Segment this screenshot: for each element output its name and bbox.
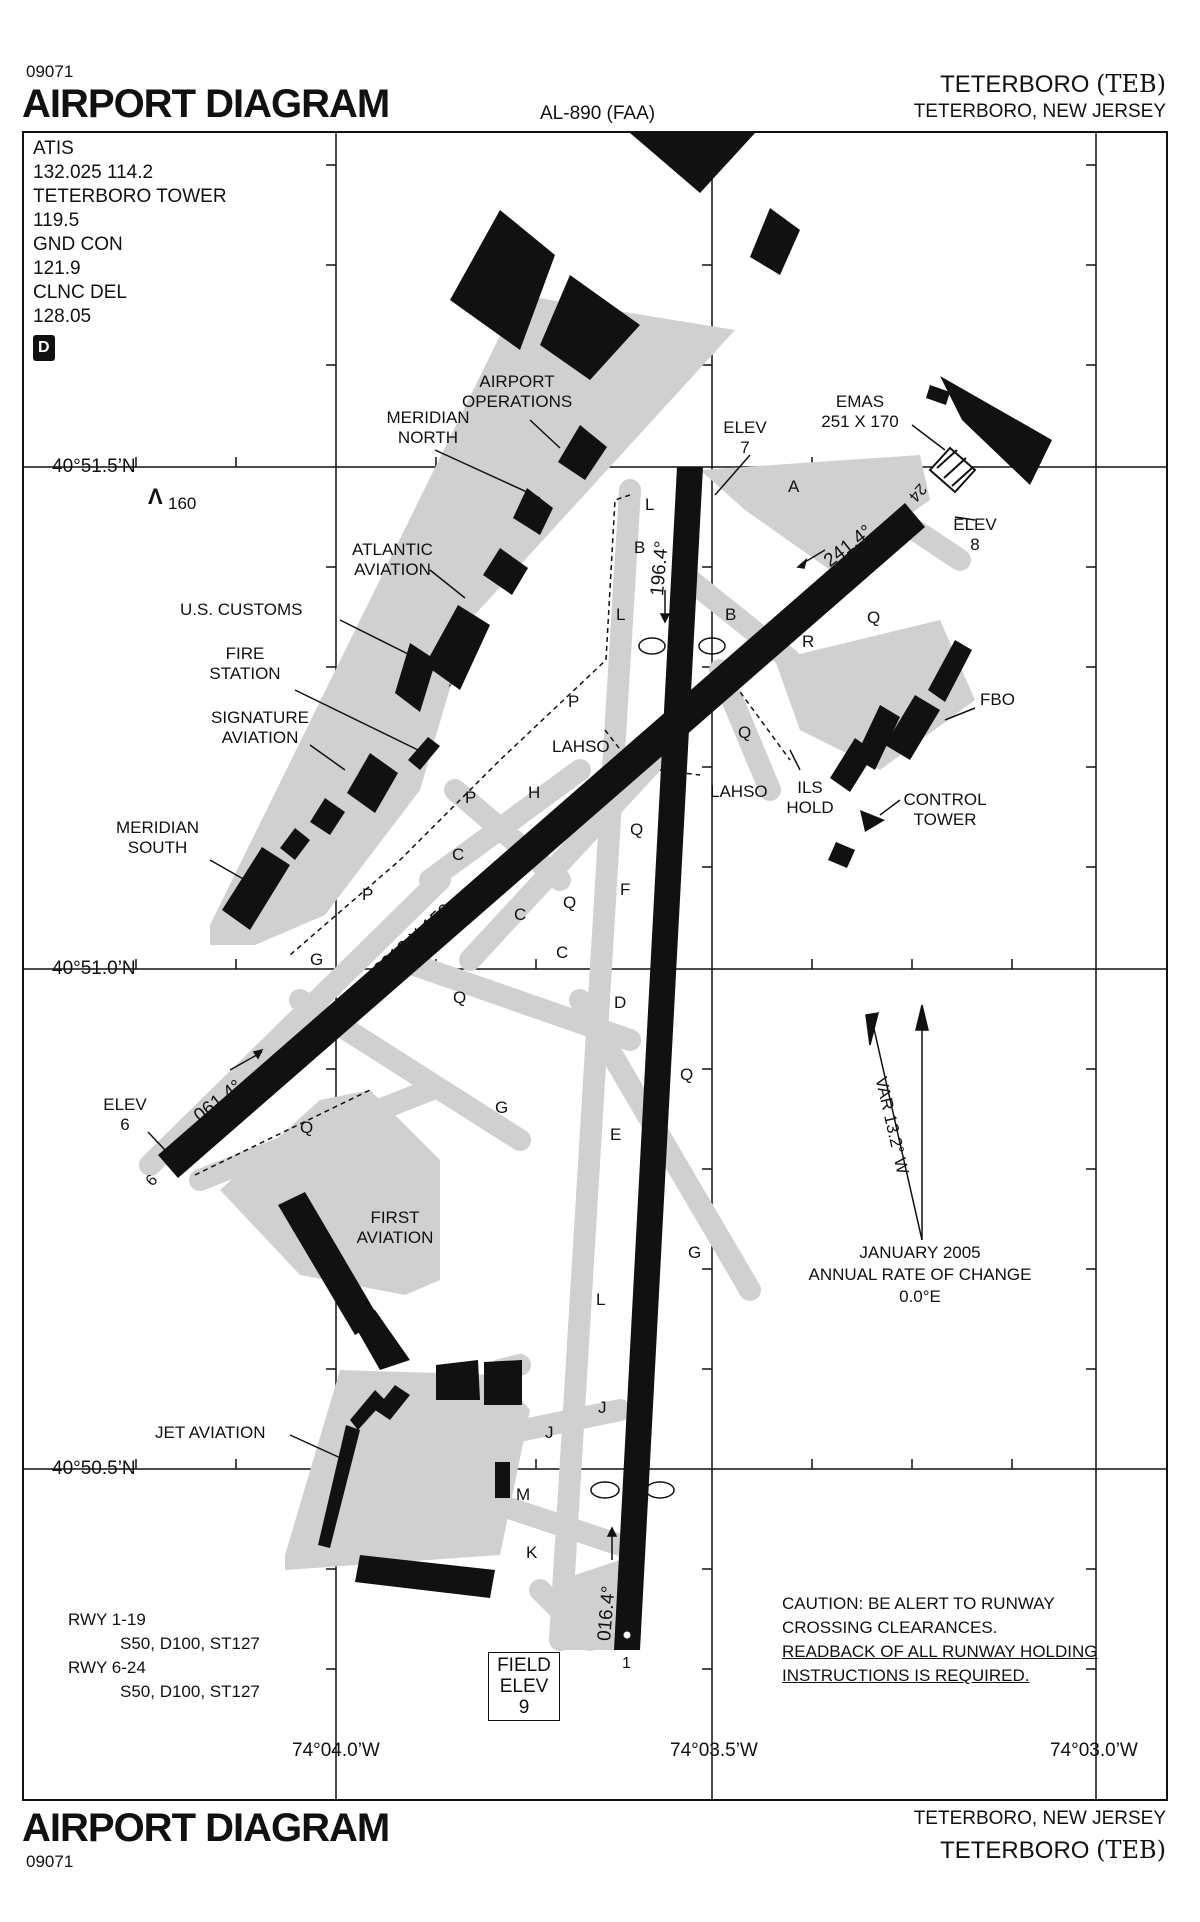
taxiway-label-q5: Q <box>453 988 467 1007</box>
taxiway-label-h: H <box>528 783 541 802</box>
freq-ground-value: 121.9 <box>33 258 81 279</box>
label-control-tower: CONTROL TOWER <box>903 790 987 829</box>
freq-ground-label: GND CON <box>33 234 123 255</box>
taxiway-label-q2: Q <box>738 723 752 742</box>
grid-ticks <box>135 164 1096 1670</box>
lat-label-3: 40°50.5’N <box>52 1458 136 1479</box>
elev-rwy24: ELEV 8 <box>953 515 997 554</box>
taxiway-label-q6: Q <box>300 1118 314 1137</box>
runways <box>158 467 925 1650</box>
obstacle-icon: Λ <box>148 484 163 509</box>
label-meridian-north: MERIDIAN NORTH <box>386 408 470 447</box>
taxiway-label-g3: G <box>688 1243 702 1262</box>
taxiway-label-q3: Q <box>630 820 644 839</box>
page-title: AIRPORT DIAGRAM <box>22 82 390 126</box>
freq-clearance-label: CLNC DEL <box>33 282 127 303</box>
freq-clearance-value: 128.05 <box>33 306 92 327</box>
taxiway-label-r: R <box>802 632 815 651</box>
taxiway-label-q4: Q <box>563 893 577 912</box>
airport-name-header: TETERBORO (TEB) <box>940 70 1166 99</box>
obstacle-height: 160 <box>168 494 197 513</box>
lon-label-2: 74°03.5’W <box>670 1740 758 1761</box>
taxiway-label-q7: Q <box>680 1065 694 1084</box>
label-airport-operations: AIRPORT OPERATIONS <box>462 372 573 411</box>
label-us-customs: U.S. CUSTOMS <box>180 600 303 619</box>
freq-atis-value: 132.025 114.2 <box>33 162 154 183</box>
elev-rwy19: ELEV 7 <box>723 418 767 457</box>
label-fbo: FBO <box>980 690 1015 709</box>
fire-station-star-icon: ☆ <box>445 671 461 691</box>
taxiway-label-f: F <box>620 880 631 899</box>
emas-area <box>928 446 977 494</box>
diagram-frame <box>22 131 1168 1801</box>
lon-label-3: 74°03.0’W <box>1050 1740 1138 1761</box>
runway-1-threshold-dot <box>623 1631 631 1639</box>
taxiway-label-c2: C <box>514 905 527 924</box>
footer-title: AIRPORT DIAGRAM <box>22 1806 390 1850</box>
taxiway-label-j1: J <box>545 1423 554 1442</box>
footer-airport-name: TETERBORO (TEB) <box>940 1836 1166 1864</box>
lahso-markers <box>590 637 726 1499</box>
heading-arrows <box>229 549 826 1560</box>
label-lahso-2: LAHSO <box>710 782 768 801</box>
taxiway-label-b1: B <box>634 538 646 557</box>
airport-location: TETERBORO, NEW JERSEY <box>913 101 1166 122</box>
runway-1-19 <box>614 467 703 1650</box>
buildings <box>222 133 1052 1598</box>
magnetic-north-arrows <box>865 1004 929 1241</box>
leader-lines <box>147 419 976 1461</box>
taxiway-label-j2: J <box>598 1398 607 1417</box>
lon-label-1: 74°04.0’W <box>292 1740 380 1761</box>
label-meridian-south: MERIDIAN SOUTH <box>115 818 200 857</box>
lat-label-2: 40°51.0’N <box>52 958 136 979</box>
runway-end-1: 1 <box>622 1655 631 1672</box>
runway-end-19: 19 <box>680 473 698 490</box>
taxiway-label-l1: L <box>645 495 655 514</box>
runway-strength: RWY 1-19 S50, D100, ST127 RWY 6-24 S50, … <box>68 1610 260 1701</box>
label-emas: EMAS 251 X 170 <box>821 392 899 431</box>
field-elevation-box: FIELD ELEV 9 <box>488 1652 560 1721</box>
taxiway-label-m: M <box>516 1485 531 1504</box>
label-atlantic-aviation: ATLANTIC AVIATION <box>352 540 433 579</box>
footer-location: TETERBORO, NEW JERSEY <box>913 1808 1166 1829</box>
taxiway-label-b2: B <box>725 605 737 624</box>
taxiway-label-c1: C <box>452 845 465 864</box>
chart-number: 09071 <box>26 62 74 81</box>
freq-tower-value: 119.5 <box>33 210 80 231</box>
caution-note: CAUTION: BE ALERT TO RUNWAY CROSSING CLE… <box>782 1594 1098 1685</box>
aprons <box>210 295 975 1650</box>
label-jet-aviation: JET AVIATION <box>155 1423 266 1442</box>
airport-name: TETERBORO <box>940 71 1090 98</box>
taxiway-label-k: K <box>526 1543 538 1562</box>
d-atis-badge: D <box>33 335 55 361</box>
label-signature-aviation: SIGNATURE AVIATION <box>211 708 309 747</box>
label-lahso-1: LAHSO <box>552 737 610 756</box>
frequency-list: ATIS 132.025 114.2 TETERBORO TOWER 119.5… <box>33 137 227 361</box>
label-first-aviation: FIRST AVIATION <box>356 1208 434 1247</box>
footer-chart-number: 09071 <box>26 1852 74 1871</box>
magnetic-variation-note: JANUARY 2005 ANNUAL RATE OF CHANGE 0.0°E <box>808 1243 1032 1306</box>
taxiway-label-q1: Q <box>867 608 881 627</box>
elev-rwy6: ELEV 6 <box>103 1095 147 1134</box>
taxiway-label-a: A <box>788 477 800 496</box>
taxiway-label-g1: G <box>310 950 324 969</box>
taxiway-label-p1: P <box>568 692 580 711</box>
label-ils-hold: ILS HOLD <box>786 778 834 817</box>
lat-label-1: 40°51.5’N <box>52 456 136 477</box>
procedure-id: AL-890 (FAA) <box>540 103 656 124</box>
taxiway-label-c3: C <box>556 943 569 962</box>
label-fire-station: FIRE STATION <box>209 644 281 683</box>
freq-atis-label: ATIS <box>33 138 74 159</box>
freq-tower-label: TETERBORO TOWER <box>33 186 227 207</box>
airport-id: (TEB) <box>1096 70 1166 98</box>
taxiway-label-l2: L <box>616 605 626 624</box>
taxiway-label-d: D <box>614 993 627 1012</box>
taxiway-label-p2: P <box>465 788 477 807</box>
taxiway-label-g2: G <box>495 1098 509 1117</box>
taxiway-label-l3: L <box>596 1290 606 1309</box>
taxiway-label-p3: P <box>362 885 374 904</box>
taxiway-label-e: E <box>610 1125 622 1144</box>
runway-6-24 <box>158 503 925 1178</box>
